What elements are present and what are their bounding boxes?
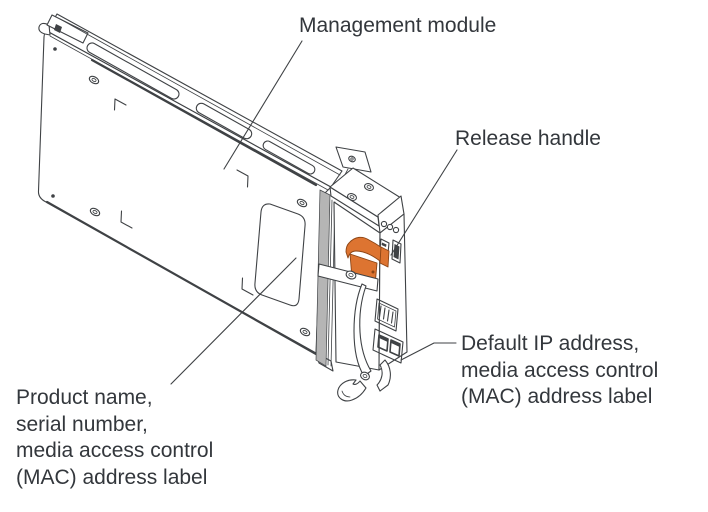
leader-management-module bbox=[223, 40, 303, 170]
latch-lip bbox=[345, 236, 388, 266]
led-indicators bbox=[380, 220, 400, 234]
cap-screw-holes bbox=[346, 183, 375, 201]
label-management-module: Management module bbox=[299, 14, 497, 37]
leader-default-ip bbox=[400, 342, 457, 361]
side-oval-holes bbox=[51, 47, 311, 337]
top-vents bbox=[86, 42, 318, 187]
tab-mark bbox=[54, 24, 62, 33]
gasket-strip bbox=[315, 189, 331, 367]
label-default-ip: Default IP address, media access control… bbox=[461, 332, 659, 408]
serial-port bbox=[374, 298, 399, 332]
label-release-handle: Release handle bbox=[455, 127, 601, 150]
leader-lines bbox=[170, 40, 458, 385]
top-left-tab bbox=[46, 14, 89, 44]
leader-product-name bbox=[170, 257, 297, 385]
side-panel-label-area bbox=[254, 203, 306, 307]
latch-tab bbox=[379, 246, 390, 268]
side-face bbox=[37, 30, 332, 354]
lever-claw-right bbox=[376, 359, 391, 392]
corner-marks bbox=[113, 98, 254, 296]
front-bezel bbox=[315, 146, 408, 402]
label-product-name: Product name, serial number, media acces… bbox=[16, 386, 214, 489]
release-lever bbox=[317, 263, 391, 402]
vent-shadow-line bbox=[90, 58, 318, 187]
module-body bbox=[37, 13, 343, 372]
leader-release-handle bbox=[390, 149, 458, 256]
front-tab-hook bbox=[38, 22, 51, 36]
ethernet-port bbox=[372, 328, 404, 364]
lever-claw-left bbox=[337, 379, 367, 402]
bottom-edge bbox=[45, 200, 318, 356]
